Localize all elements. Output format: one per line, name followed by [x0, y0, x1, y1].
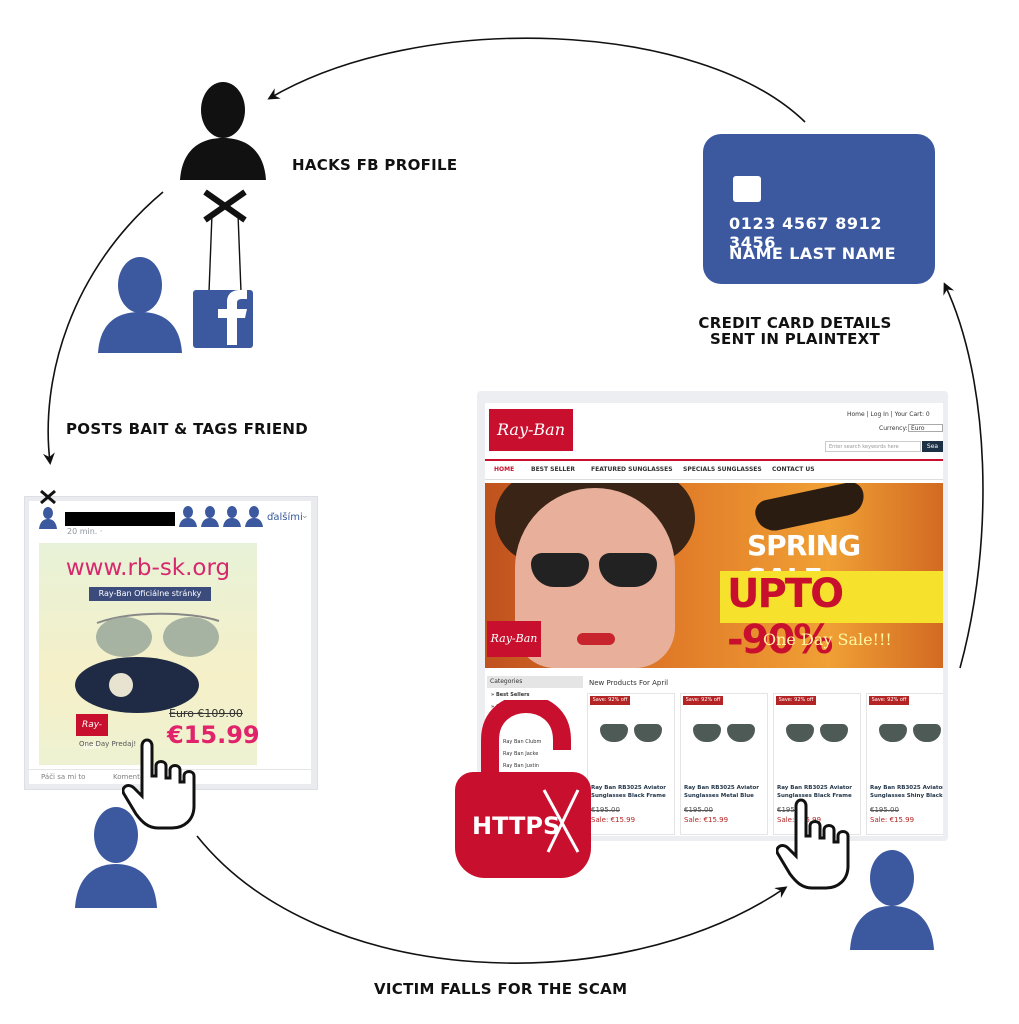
- banner-discount: UPTO -90%: [727, 571, 844, 663]
- label-victim-falls: VICTIM FALLS FOR THE SCAM: [374, 980, 628, 998]
- label-hacks-fb-profile: HACKS FB PROFILE: [292, 156, 458, 174]
- product-card[interactable]: Save: 92% off Ray Ban RB3025 Aviator Sun…: [587, 693, 675, 835]
- label-credit-card-line1: CREDIT CARD DETAILS: [698, 314, 892, 332]
- arrow-card-to-hacker: [267, 37, 806, 123]
- victim-person-icon-right: [850, 850, 934, 950]
- fb-post-time: 20 min. ·: [67, 527, 103, 536]
- label-credit-card-line2: SENT IN PLAINTEXT: [709, 330, 881, 348]
- nav-best-seller[interactable]: BEST SELLER: [531, 466, 575, 473]
- card-holder-name: NAME LAST NAME: [729, 244, 897, 263]
- sidebar-item[interactable]: Ray Ban Justin: [503, 763, 539, 769]
- ad-old-price: Euro €109.00: [169, 707, 243, 720]
- facebook-tag-icon: [193, 290, 253, 348]
- discount-badge: Save: 92% off: [776, 696, 816, 705]
- discount-badge: Save: 92% off: [869, 696, 909, 705]
- ad-url: www.rb-sk.org: [65, 555, 231, 581]
- banner-glasses-lens-left: [531, 553, 589, 587]
- sunglasses-icon: [691, 724, 757, 746]
- discount-badge: Save: 92% off: [590, 696, 630, 705]
- product-card[interactable]: Save: 92% off Ray Ban RB3025 Aviator Sun…: [773, 693, 861, 835]
- fb-more-link[interactable]: ďalšími: [267, 512, 303, 523]
- sunglasses-icon: [598, 724, 664, 746]
- card-chip-icon: [733, 176, 761, 202]
- sunglasses-icon: [877, 724, 943, 746]
- product-name[interactable]: Ray Ban RB3025 Aviator Sunglasses Metal …: [684, 785, 760, 799]
- banner-tagline: One Day Sale!!!: [763, 630, 892, 649]
- sidebar-item[interactable]: Ray Ban Jacke: [503, 751, 539, 757]
- product-card[interactable]: Save: 92% off Ray Ban RB3025 Aviator Sun…: [680, 693, 768, 835]
- ad-rayban-logo: Ray-Ban: [76, 714, 108, 752]
- tagged-friends-icons: [179, 506, 263, 527]
- banner-rayban-logo: Ray-Ban: [487, 621, 541, 657]
- shop-top-links[interactable]: Home | Log In | Your Cart: 0: [847, 411, 930, 418]
- products-title: New Products For April: [589, 679, 669, 687]
- product-old-price: €195.00: [684, 806, 713, 814]
- https-strike-icon: [542, 789, 580, 853]
- fake-shop-window: Ray-Ban Home | Log In | Your Cart: 0 Cur…: [477, 391, 948, 841]
- product-name[interactable]: Ray Ban RB3025 Aviator Sunglasses Shiny …: [870, 785, 943, 799]
- nav-specials[interactable]: SPECIALS SUNGLASSES: [683, 466, 762, 473]
- product-old-price: €195.00: [777, 806, 806, 814]
- banner-discount-box: [720, 571, 943, 623]
- product-sale-price: Sale: €15.99: [870, 816, 915, 824]
- shop-nav: HOME BEST SELLER FEATURED SUNGLASSES SPE…: [485, 459, 943, 480]
- banner-glasses-lens-right: [599, 553, 657, 587]
- product-sale-price: Sale: €15.99: [684, 816, 729, 824]
- hand-cursor-icon: [776, 798, 850, 890]
- hand-cursor-icon: [122, 738, 196, 830]
- credit-card: 0123 4567 8912 3456 NAME LAST NAME: [703, 134, 935, 284]
- currency-select[interactable]: Euro: [908, 424, 943, 432]
- label-posts-bait: POSTS BAIT & TAGS FRIEND: [66, 420, 309, 438]
- tagged-user-avatar-icon: [39, 489, 57, 529]
- banner-sunglasses-image: [752, 483, 868, 535]
- product-name[interactable]: Ray Ban RB3025 Aviator Sunglasses Black …: [591, 785, 667, 799]
- product-name[interactable]: Ray Ban RB3025 Aviator Sunglasses Black …: [777, 785, 853, 799]
- sidebar-item[interactable]: Ray Ban Clubm: [503, 739, 542, 745]
- nav-home[interactable]: HOME: [494, 466, 515, 473]
- ad-price: €15.99: [167, 721, 260, 749]
- product-sale-price: Sale: €15.99: [591, 816, 636, 824]
- victim-person-icon-left: [75, 807, 157, 908]
- bait-ad-image[interactable]: www.rb-sk.org Ray-Ban Oficiálne stránky …: [39, 543, 260, 765]
- redacted-user-name: [65, 512, 175, 526]
- ad-one-day-text: One Day Predaj!: [79, 740, 137, 748]
- fb-comment-button[interactable]: Komentár: [113, 773, 147, 781]
- sunglasses-icon: [784, 724, 850, 746]
- puppet-strings-icon: [203, 189, 247, 293]
- product-old-price: €195.00: [870, 806, 899, 814]
- friend-person-icon: [98, 257, 182, 353]
- shop-logo[interactable]: Ray-Ban: [489, 409, 573, 451]
- open-padlock-icon: [455, 772, 591, 878]
- arrow-post-to-shop: [196, 835, 788, 964]
- sidebar-title: Categories: [487, 676, 583, 688]
- search-input[interactable]: Enter search keywords here: [825, 441, 921, 452]
- https-label: HTTPS: [472, 812, 561, 840]
- currency-label: Currency:: [879, 425, 908, 432]
- chevron-down-icon[interactable]: ⌄: [301, 511, 309, 521]
- product-old-price: €195.00: [591, 806, 620, 814]
- sale-banner[interactable]: SPRING SALE UPTO -90% One Day Sale!!! Ra…: [485, 483, 943, 668]
- hacker-person-icon: [180, 82, 266, 180]
- arrow-hacker-to-post: [42, 191, 164, 465]
- facebook-post: ďalšími ⌄ 20 min. · www.rb-sk.org Ray-Ba…: [24, 489, 318, 790]
- sunglasses-and-case-image: [75, 612, 220, 713]
- nav-contact[interactable]: CONTACT US: [772, 466, 815, 473]
- fb-like-button[interactable]: Páči sa mi to: [41, 773, 86, 781]
- ad-subtitle: Ray-Ban Oficiálne stránky: [89, 587, 211, 601]
- banner-model-lips: [577, 633, 615, 645]
- sidebar-item-best-sellers[interactable]: » Best Sellers: [491, 692, 530, 698]
- discount-badge: Save: 92% off: [683, 696, 723, 705]
- card-number: 0123 4567 8912 3456: [729, 214, 883, 252]
- arrow-shop-to-card: [943, 282, 984, 669]
- search-button[interactable]: Sea: [922, 441, 943, 452]
- padlock-shackle-icon: [481, 700, 571, 776]
- product-card[interactable]: Save: 92% off Ray Ban RB3025 Aviator Sun…: [866, 693, 943, 835]
- nav-featured[interactable]: FEATURED SUNGLASSES: [591, 466, 673, 473]
